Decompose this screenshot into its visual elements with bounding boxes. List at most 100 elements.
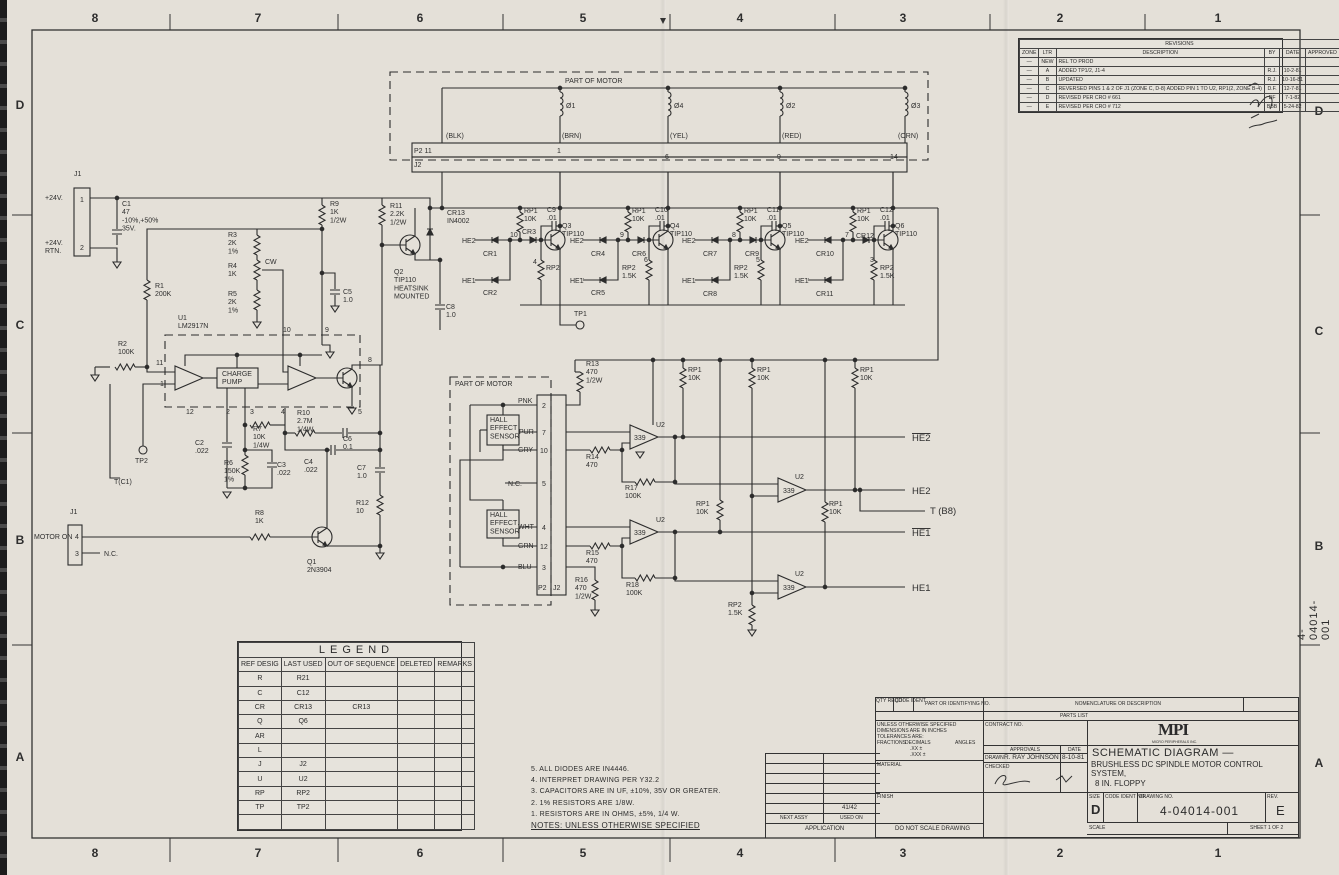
comparator-symbol — [629, 519, 660, 545]
label-p2-pin9: 9 — [777, 154, 781, 161]
table-cell — [434, 757, 475, 773]
table-cell: CR13 — [324, 699, 399, 716]
ground-symbol — [746, 629, 758, 637]
junction-dot — [517, 237, 523, 243]
label-line: 1 — [160, 381, 164, 388]
label-line: 1/2W — [575, 593, 592, 600]
table-cell: OUT OF SEQUENCE — [324, 656, 399, 673]
label-u2d: 339 — [783, 585, 795, 592]
wire — [674, 482, 778, 485]
zone-column-label: 4 — [737, 846, 744, 860]
motor-coil — [667, 91, 672, 117]
label-cp3: 3 — [542, 565, 546, 572]
label-c11: C11.01 — [767, 207, 779, 222]
connector-j1 — [73, 187, 91, 257]
label-line: Ø2 — [786, 103, 795, 110]
label-p2-pin1: 1 — [557, 148, 561, 155]
label-cr6: CR6 — [632, 251, 646, 258]
resistor-symbol — [240, 454, 250, 476]
label-line: 100K — [625, 493, 642, 500]
date-label: DATE — [1068, 747, 1081, 753]
zone-column-label: 1 — [1215, 846, 1222, 860]
label-line: R7 — [253, 426, 262, 433]
table-cell: REVERSED PINS 1 & 2 OF J1 (ZONE C, D-8) … — [1055, 84, 1265, 94]
label-line: R10 — [297, 410, 310, 417]
capacitor-symbol — [112, 229, 122, 235]
table-cell — [397, 814, 436, 830]
label-blu: BLU — [518, 564, 532, 571]
diode-symbol — [490, 276, 499, 284]
binder-edge — [0, 0, 7, 875]
drawing-no-label: DRAWING NO. — [1139, 794, 1174, 800]
label-line: CR1 — [483, 251, 497, 258]
legend-row — [238, 814, 475, 830]
wire — [379, 364, 382, 433]
code-ident-no-label: CODE IDENT NO. — [1105, 794, 1147, 800]
angles-label: ANGLES — [955, 740, 976, 746]
table-cell — [397, 742, 436, 759]
label-line: RP1 — [632, 208, 646, 215]
junction-dot — [500, 564, 506, 570]
table-cell — [280, 814, 326, 830]
resistor-symbol — [536, 259, 546, 281]
label-rp1pin-c: 8 — [732, 232, 736, 239]
label-p2-pin14: 14 — [890, 154, 898, 161]
table-cell — [280, 742, 326, 759]
junction-dot — [850, 205, 856, 211]
label-line: 2K — [228, 240, 237, 247]
label-line: 1.5K — [734, 273, 749, 280]
sheet-number: SHEET 1 OF 2 — [1250, 825, 1284, 831]
label-line: .01 — [655, 215, 665, 222]
table-cell: REF DESIG — [238, 656, 282, 673]
junction-dot — [680, 357, 686, 363]
label-line: 11 — [156, 360, 163, 367]
table-cell: DESCRIPTION — [1055, 48, 1265, 58]
label-line: 8 — [732, 232, 736, 239]
label-line: R4 — [228, 263, 237, 270]
drawing-subtitle-2: SYSTEM, — [1091, 769, 1127, 778]
label-line: .01 — [547, 215, 557, 222]
label-line: HALL — [490, 417, 508, 424]
label-line: -10%,+50% — [122, 217, 158, 224]
zone-column-label: 8 — [92, 846, 99, 860]
zone-row-label: B — [1315, 539, 1324, 553]
test-point-tp2 — [138, 445, 148, 455]
label-line: CR2 — [483, 290, 497, 297]
junction-dot — [615, 237, 621, 243]
table-cell — [434, 728, 475, 744]
label-line: R17 — [625, 485, 638, 492]
capacitor-symbol — [435, 304, 445, 310]
label-p2-pin6: 6 — [665, 154, 669, 161]
part-no-header: PART OR IDENTIFYING NO. — [925, 701, 991, 707]
decimal-xx: .XX ± — [910, 746, 923, 752]
junction-dot — [777, 223, 783, 229]
table-cell: R — [238, 671, 282, 687]
wire — [502, 538, 537, 547]
label-line: 47 — [122, 209, 130, 216]
label-cp2: 2 — [542, 403, 546, 410]
table-cell: C12 — [280, 685, 326, 701]
label-line: C7 — [357, 465, 366, 472]
label-u1-p9: 9 — [325, 327, 329, 334]
company-logo: MPI — [1158, 720, 1189, 739]
label-line: CR7 — [703, 251, 717, 258]
wire — [621, 450, 635, 483]
label-line: T(C1) — [114, 479, 132, 486]
finish-label: FINISH — [877, 794, 894, 800]
table-cell: E — [1038, 102, 1057, 112]
label-line: Q2 — [394, 269, 403, 276]
zone-column-label: 2 — [1057, 11, 1064, 25]
ground-symbol — [329, 305, 341, 313]
label-line: 339 — [783, 585, 795, 592]
label-he1-a: HE1 — [462, 278, 476, 285]
resistor-symbol — [377, 204, 387, 226]
wire — [610, 537, 630, 547]
label-line: 1 — [557, 148, 561, 155]
